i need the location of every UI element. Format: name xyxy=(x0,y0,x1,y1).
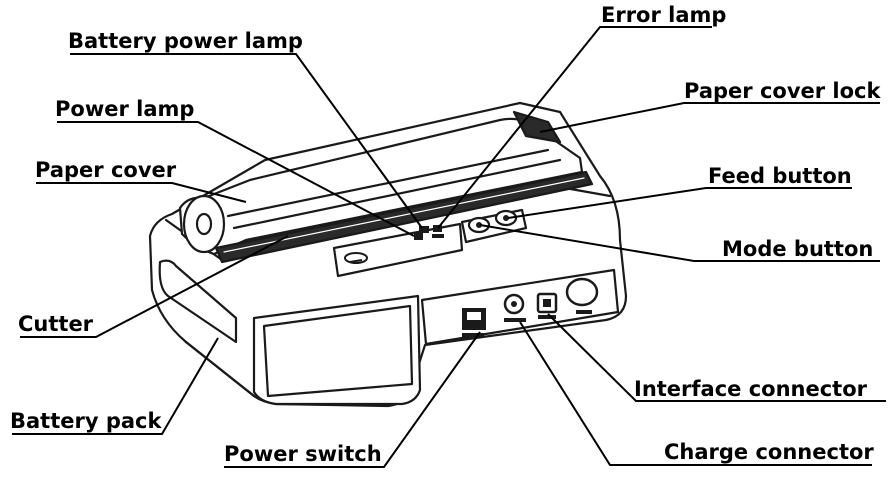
left-side-grip xyxy=(158,259,238,344)
interface-connector-port xyxy=(543,299,551,307)
battery-power-lamp-indicator xyxy=(419,226,429,233)
connector-panel xyxy=(420,268,620,346)
paper-cover-ridge xyxy=(226,148,550,218)
charge-connector-pin xyxy=(511,301,517,307)
label-power-switch: Power switch xyxy=(224,442,382,466)
label-error-lamp: Error lamp xyxy=(601,3,726,27)
front-panel xyxy=(332,222,464,278)
label-power-lamp: Power lamp xyxy=(55,97,194,121)
label-charge-connector: Charge connector xyxy=(664,440,874,464)
printer-details xyxy=(344,209,599,337)
leader-mode-button xyxy=(479,224,880,262)
round-port-shape xyxy=(565,277,599,307)
label-feed-button: Feed button xyxy=(708,164,852,188)
error-lamp-indicator xyxy=(433,225,442,232)
power-lamp-indicator xyxy=(414,233,423,240)
lamp-label-1 xyxy=(432,234,444,238)
leader-interface-connector xyxy=(547,313,886,402)
leader-paper-cover-lock xyxy=(539,102,880,133)
leader-lines xyxy=(12,26,886,468)
battery-pack-shape xyxy=(252,294,422,406)
paper-roll-core xyxy=(195,212,213,236)
printer-illustration xyxy=(148,101,628,408)
leader-power-lamp xyxy=(57,121,415,237)
battery-pack-inner xyxy=(262,304,414,398)
label-paper-cover: Paper cover xyxy=(35,158,177,182)
cutter-bar-highlight xyxy=(223,177,585,253)
logo-mark xyxy=(344,252,368,264)
leader-error-lamp xyxy=(437,26,712,229)
labels: Error lamp Battery power lamp Paper cove… xyxy=(10,3,881,466)
mode-button-center xyxy=(476,222,482,228)
feed-button-center xyxy=(503,215,509,221)
round-port-caption xyxy=(576,310,592,314)
left-end-cap xyxy=(184,340,256,398)
leader-battery-power-lamp xyxy=(70,53,423,229)
label-mode-button: Mode button xyxy=(722,237,873,261)
leader-battery-pack xyxy=(12,337,219,435)
label-paper-cover-lock: Paper cover lock xyxy=(684,79,881,103)
power-switch-toggle xyxy=(467,312,481,320)
interface-connector-caption xyxy=(538,315,556,319)
leader-cutter xyxy=(20,235,289,338)
leader-feed-button xyxy=(507,187,852,219)
charge-connector-caption xyxy=(504,318,526,322)
label-cutter: Cutter xyxy=(18,312,94,336)
label-interface-connector: Interface connector xyxy=(634,377,868,401)
leader-power-switch xyxy=(224,331,481,468)
power-switch-caption xyxy=(462,333,484,337)
paper-roll-end xyxy=(182,194,226,254)
logo-mark-2 xyxy=(349,259,363,263)
label-battery-pack: Battery pack xyxy=(10,409,163,433)
leader-paper-cover xyxy=(36,182,247,203)
leader-charge-connector xyxy=(519,321,872,466)
label-battery-power-lamp: Battery power lamp xyxy=(68,29,303,53)
